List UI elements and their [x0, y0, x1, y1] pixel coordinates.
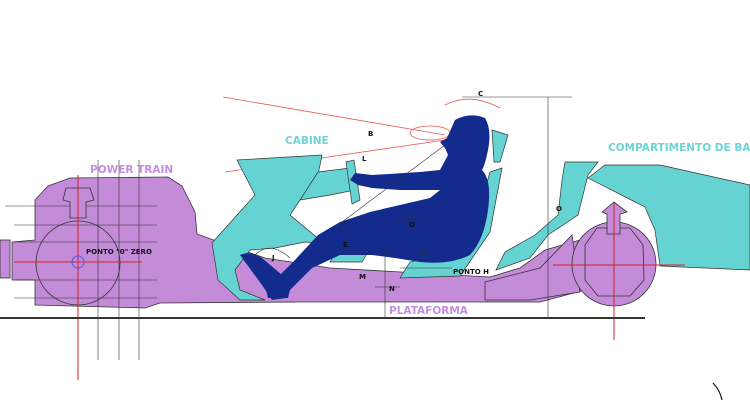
dimension-lines — [254, 96, 572, 318]
dim-b: B — [368, 130, 373, 138]
rear-wheel — [553, 201, 685, 340]
dim-l: L — [362, 155, 367, 163]
label-plataforma: PLATAFORMA — [389, 305, 469, 317]
dim-j: J — [271, 254, 275, 262]
dim-n: N — [389, 285, 395, 293]
dim-m: M — [359, 273, 366, 281]
label-ponto-zero: PONTO "0" ZERO — [86, 248, 152, 256]
steering-wheel — [345, 159, 361, 205]
driver-silhouette — [240, 115, 490, 300]
dim-o: O — [556, 205, 562, 213]
dim-e: E — [343, 241, 348, 249]
label-compartimento: COMPARTIMENTO DE BAGA — [608, 142, 750, 154]
dim-c: C — [478, 90, 483, 98]
corner-mark — [712, 382, 723, 400]
label-ponto-h: PONTO H — [453, 268, 489, 276]
label-power-train: POWER TRAIN — [90, 164, 173, 176]
rear-platform — [484, 234, 581, 301]
zero-point-axes — [14, 175, 142, 380]
label-cabine: CABINE — [285, 135, 329, 147]
zero-point-marker — [71, 255, 85, 269]
cabin-structure — [211, 129, 750, 301]
dim-d: D — [409, 221, 415, 229]
